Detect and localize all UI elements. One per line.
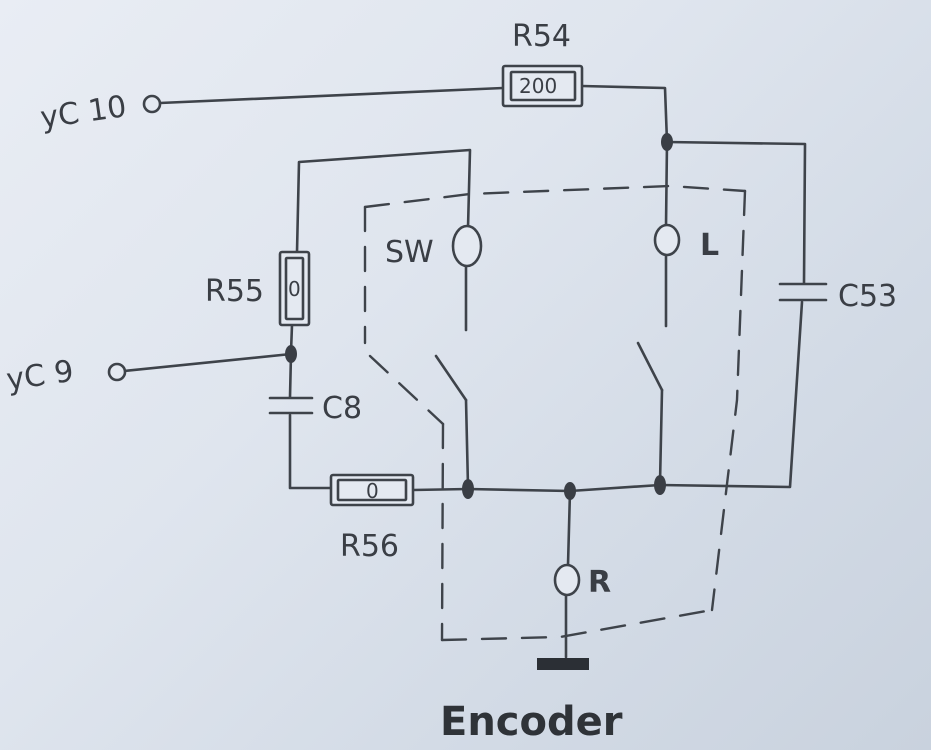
wire-junction-to-c53 [665,140,807,285]
wire-r55-top-to-sw [295,148,472,254]
wire-junction-to-l [664,140,669,228]
wire-c8-to-r56 [288,413,333,490]
terminal-yc9 [107,362,127,382]
encoder-outline-left-low [440,422,445,642]
contact-l [653,223,681,257]
label-r56-value: 0 [366,479,379,503]
junction-dot-r [564,482,576,500]
wire-c53-to-rail [658,300,804,489]
label-r: R [588,565,611,600]
label-encoder: Encoder [440,699,623,745]
label-r54: R54 [512,19,571,54]
resistor-r54-inner [509,70,577,102]
contact-sw [451,224,483,268]
encoder-outline-top [363,184,747,209]
wire-r56-to-rail [411,487,470,492]
label-sw: SW [385,235,434,270]
encoder-bar [537,658,589,670]
wire-yc10-to-r54 [158,86,505,105]
l-switch-blade [636,341,664,392]
label-r55: R55 [205,274,264,309]
resistor-r55-inner [284,256,305,321]
label-c53: C53 [838,279,897,314]
label-r56: R56 [340,529,399,564]
encoder-outline-diag [368,354,445,426]
label-l: L [700,228,719,263]
terminal-yc10 [142,94,162,114]
label-c8: C8 [322,391,362,426]
label-r54-value: 200 [519,74,557,98]
sw-switch-blade [434,354,468,402]
contact-r [553,563,581,597]
label-yc9: yC 9 [4,354,76,398]
sw-switch-lower [464,398,470,489]
wire-r54-to-junction [580,84,669,144]
resistor-r56-inner [336,478,408,502]
l-switch-lower [658,388,664,485]
junction-dot-sw [462,479,474,499]
label-yc10: yC 10 [38,89,128,136]
bottom-rail [466,483,662,493]
junction-dot-l [654,475,666,495]
junction-dot-yc9 [285,345,297,363]
encoder-outline-right [710,189,747,612]
wire-rail-to-r [566,489,572,567]
encoder-outline-bottom [440,608,714,642]
label-r55-value: 0 [288,277,301,301]
wire-yc9-to-node [122,352,293,373]
junction-dot-r54 [661,133,673,151]
